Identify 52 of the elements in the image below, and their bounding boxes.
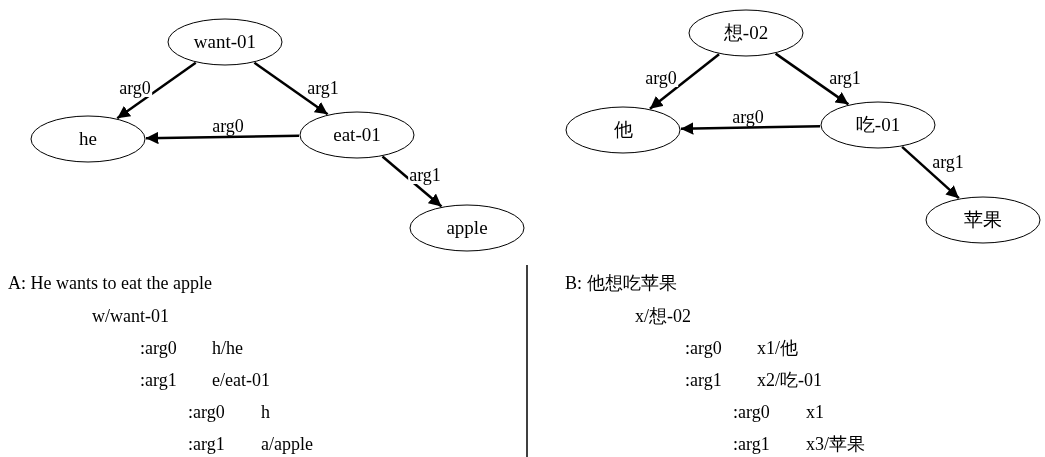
amr-text: x1: [806, 402, 824, 422]
concept-ellipse: [299, 111, 415, 159]
amr-text: :arg1: [188, 434, 225, 454]
node-label: eat-01: [333, 124, 381, 146]
edge-label: arg1: [306, 79, 340, 97]
amr-text: :arg0: [188, 402, 225, 422]
amr-text: :arg0: [140, 338, 177, 358]
amr-text: x1/他: [757, 338, 798, 358]
edge-label: arg0: [731, 108, 765, 126]
amr-text: x3/苹果: [806, 434, 865, 454]
concept-ellipse: [820, 101, 936, 149]
concept-ellipse: [565, 106, 681, 154]
concept-ellipse: [688, 9, 804, 57]
node-label: 他: [613, 118, 633, 142]
arrow: [649, 53, 720, 110]
edge-label: arg1: [828, 69, 862, 87]
amr-text: e/eat-01: [212, 370, 270, 390]
amr-text: :arg1: [685, 370, 722, 390]
amr-text: h/he: [212, 338, 243, 358]
edge-label: arg0: [644, 69, 678, 87]
edge-label: arg1: [931, 153, 965, 171]
arrow: [145, 131, 300, 145]
sentence-text: A: He wants to eat the apple: [8, 273, 212, 293]
concept-ellipse: [30, 115, 146, 163]
amr-text: x/想-02: [635, 306, 691, 326]
amr-text: :arg0: [685, 338, 722, 358]
sentence-text: B: 他想吃苹果: [565, 273, 677, 293]
node-label: 苹果: [964, 208, 1002, 232]
arrow: [381, 155, 443, 208]
node-label: 想-02: [723, 21, 769, 45]
amr-text: x2/吃-01: [757, 370, 822, 390]
amr-text: :arg1: [140, 370, 177, 390]
concept-ellipse: [167, 18, 283, 66]
amr-text: :arg1: [733, 434, 770, 454]
node-label: 吃-01: [855, 113, 901, 137]
edge-label: arg0: [118, 79, 152, 97]
amr-text: w/want-01: [92, 306, 169, 326]
amr-text: h: [261, 402, 270, 422]
arrow: [253, 61, 329, 116]
arrow: [901, 145, 960, 200]
node-label: apple: [446, 217, 488, 239]
node-label: he: [79, 128, 97, 150]
arrow: [116, 61, 197, 120]
arrow: [680, 122, 821, 135]
amr-text: :arg0: [733, 402, 770, 422]
edge-label: arg1: [408, 166, 442, 184]
node-label: want-01: [193, 31, 257, 53]
concept-ellipse: [409, 204, 525, 252]
concept-ellipse: [925, 196, 1041, 244]
arrow: [774, 52, 850, 106]
amr-text: a/apple: [261, 434, 313, 454]
edge-label: arg0: [211, 117, 245, 135]
